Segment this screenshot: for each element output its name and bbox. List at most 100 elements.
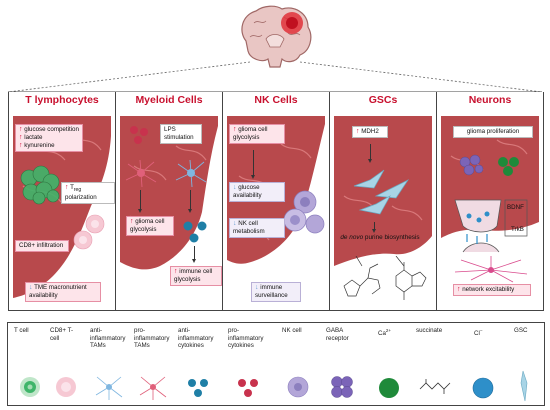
up-arrow-icon: ↑ bbox=[356, 128, 360, 135]
metabolite-box: ↑ glucose competition ↑ lactate ↑ kynure… bbox=[15, 124, 83, 152]
gsc-icon bbox=[520, 370, 528, 402]
flow-arrow bbox=[188, 190, 192, 213]
gaba-receptor-icon bbox=[459, 154, 484, 176]
up-arrow-icon: ↑ bbox=[19, 142, 23, 149]
label-purine-biosynthesis: purine biosynthesis bbox=[364, 234, 420, 241]
up-arrow-icon: ↑ bbox=[19, 126, 23, 133]
label-glioma-cell-glycolysis: glioma cell glycolysis bbox=[233, 126, 268, 141]
calcium-icon bbox=[498, 157, 519, 176]
anti-inflammatory-tam-icon bbox=[95, 376, 123, 400]
up-arrow-icon: ↑ bbox=[130, 218, 134, 225]
gsc-icon bbox=[353, 169, 410, 215]
panel-title: NK Cells bbox=[254, 94, 298, 106]
calcium-label-sup: 2+ bbox=[385, 328, 392, 333]
label-treg: T bbox=[70, 184, 74, 191]
up-arrow-icon: ↑ bbox=[65, 184, 69, 191]
label-cd8-infiltration: CD8+ infiltration bbox=[19, 242, 64, 249]
label-kynurenine: kynurenine bbox=[24, 142, 55, 149]
label-immune-cell-glycolysis: immune cell glycolysis bbox=[174, 268, 213, 283]
label-glucose-availability: glucose availability bbox=[233, 184, 262, 199]
purine-structures-icon bbox=[343, 256, 427, 300]
projection-lines bbox=[7, 61, 543, 93]
label-lps-stimulation: LPS stimulation bbox=[164, 126, 194, 141]
label-network-excitability: network excitability bbox=[462, 286, 515, 293]
legend-label-calcium: Ca2+ bbox=[378, 327, 402, 338]
neuron-icon bbox=[454, 256, 528, 283]
legend-label-pro-inflammatory-tams: pro-inflammatory TAMs bbox=[134, 327, 170, 349]
label-immune-surveillance: immune surveillance bbox=[255, 284, 288, 299]
flow-arrow bbox=[251, 150, 255, 179]
panel-neurons: Neurons glioma proliferation BDNF TrkB ↑ bbox=[436, 92, 544, 311]
bdnf-label: BDNF bbox=[507, 204, 524, 211]
calcium-icon bbox=[379, 378, 399, 398]
up-arrow-icon: ↑ bbox=[174, 268, 178, 275]
t-cell-icon bbox=[20, 377, 40, 397]
calcium-label-main: Ca bbox=[378, 330, 386, 338]
legend-label-nk-cell: NK cell bbox=[282, 327, 302, 334]
purine-label: de novo purine biosynthesis bbox=[340, 234, 420, 242]
chloride-label-main: Cl bbox=[474, 330, 480, 338]
legend-label-anti-inflammatory-cytokines: anti-inflammatory cytokines bbox=[178, 327, 214, 349]
glycolysis-box: ↑ glioma cell glycolysis bbox=[126, 216, 174, 236]
cd8-t-cell-icon bbox=[73, 214, 105, 250]
mdh2-box: ↑ MDH2 bbox=[352, 126, 388, 138]
legend: T cell CD8+ T-cell anti-inflammatory TAM… bbox=[7, 322, 545, 406]
up-arrow-icon: ↑ bbox=[19, 134, 23, 141]
immune-glycolysis-box: ↑ immune cell glycolysis bbox=[170, 266, 222, 286]
label-de-novo: de novo bbox=[340, 234, 364, 241]
label-glucose-competition: glucose competition bbox=[24, 126, 79, 133]
label-tme-availability: TME macronutrient availability bbox=[29, 284, 87, 299]
gaba-receptor-icon bbox=[331, 376, 353, 398]
panel-title: Myeloid Cells bbox=[135, 94, 203, 106]
legend-label-t-cell: T cell bbox=[14, 327, 29, 334]
anti-inflammatory-cytokines-icon bbox=[188, 379, 208, 397]
down-arrow-icon: ↓ bbox=[233, 220, 237, 227]
nk-metabolism-box: ↓ NK cell metabolism bbox=[229, 218, 285, 238]
label-lactate: lactate bbox=[24, 134, 43, 141]
glycolysis-box: ↑ glioma cell glycolysis bbox=[229, 124, 285, 144]
brain-illustration bbox=[236, 3, 314, 75]
surveillance-box: ↓ immune surveillance bbox=[251, 282, 301, 302]
legend-label-chloride: Cl− bbox=[474, 327, 494, 338]
cd8-t-cell-icon bbox=[56, 377, 76, 397]
succinate-icon bbox=[419, 379, 451, 394]
up-arrow-icon: ↑ bbox=[233, 126, 237, 133]
proliferation-box: glioma proliferation bbox=[453, 126, 533, 138]
panel-myeloid-cells: Myeloid Cells LPS stimulation ↑ glioma c… bbox=[115, 92, 223, 311]
legend-label-succinate: succinate bbox=[416, 327, 443, 334]
flow-arrow bbox=[372, 222, 376, 233]
down-arrow-icon: ↓ bbox=[233, 184, 237, 191]
flow-arrow bbox=[368, 144, 372, 163]
legend-label-anti-inflammatory-tams: anti-inflammatory TAMs bbox=[90, 327, 126, 349]
cd8-box: CD8+ infiltration bbox=[15, 240, 69, 252]
glucose-availability-box: ↓ glucose availability bbox=[229, 182, 285, 202]
up-arrow-icon: ↑ bbox=[457, 286, 461, 293]
chloride-label-sup: − bbox=[479, 328, 483, 333]
panel-t-lymphocytes: T lymphocytes ↑ glucose competition ↑ la… bbox=[8, 92, 116, 311]
pro-inflammatory-cytokines-icon bbox=[238, 379, 258, 397]
label-treg-sub: reg bbox=[73, 187, 82, 194]
t-cell-cluster-icon bbox=[20, 165, 60, 205]
synapse-illustration bbox=[454, 199, 528, 253]
anti-inflammatory-cytokines-icon bbox=[183, 221, 207, 243]
treg-box: ↑ Treg polarization bbox=[61, 182, 115, 205]
flow-arrow bbox=[192, 246, 196, 263]
label-glioma-proliferation: glioma proliferation bbox=[466, 128, 520, 135]
pro-inflammatory-tam-icon bbox=[139, 376, 167, 400]
panel-title: GSCs bbox=[368, 94, 398, 106]
legend-label-gaba-receptor: GABA receptor bbox=[326, 327, 349, 342]
excitability-box: ↑ network excitability bbox=[453, 284, 531, 296]
pro-inflammatory-tam-icon bbox=[125, 159, 157, 188]
panel-nk-cells: NK Cells ↑ glioma cell glycolysis ↓ gluc… bbox=[222, 92, 330, 311]
label-glioma-cell-glycolysis: glioma cell glycolysis bbox=[130, 218, 165, 233]
lps-box: LPS stimulation bbox=[160, 124, 202, 144]
nk-cell-icon bbox=[287, 376, 309, 398]
chloride-icon bbox=[472, 377, 494, 399]
flow-arrow bbox=[138, 190, 142, 213]
label-mdh2: MDH2 bbox=[361, 128, 379, 135]
pro-inflammatory-cytokines-icon bbox=[130, 126, 148, 144]
legend-label-cd8-t-cell: CD8+ T-cell bbox=[50, 327, 74, 342]
panel-gscs: GSCs ↑ MDH2 de novo purine biosynthesis bbox=[329, 92, 437, 311]
panel-title: T lymphocytes bbox=[25, 94, 99, 106]
down-arrow-icon: ↓ bbox=[255, 284, 259, 291]
